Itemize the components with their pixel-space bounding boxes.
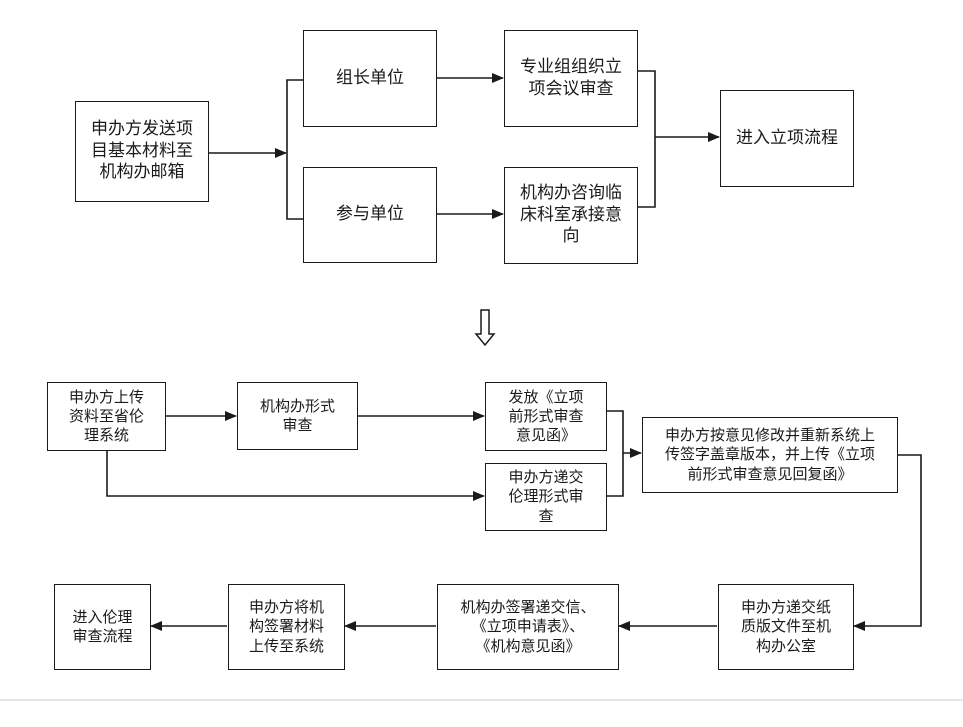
sign-submission-letters-box: 机构办签署递交信、 《立项申请表》、 《机构意见函》 xyxy=(437,584,619,670)
connector-upload-to-ethics-review xyxy=(106,451,485,501)
down-arrow-icon xyxy=(474,309,496,347)
submit-paper-documents-box: 申办方递交纸 质版文件至机 构办公室 xyxy=(718,584,854,670)
enter-project-process-box: 进入立项流程 xyxy=(720,90,854,187)
consult-clinical-dept-box: 机构办咨询临 床科室承接意 向 xyxy=(504,167,638,264)
submit-ethics-formal-review-box: 申办方递交 伦理形式审 查 xyxy=(485,463,607,531)
revise-and-reupload-box: 申办方按意见修改并重新系统上 传签字盖章版本，并上传《立项 前形式审查意见回复函… xyxy=(642,417,898,493)
connector-split-to-participant xyxy=(286,153,303,220)
upload-ethics-system-box: 申办方上传 资料至省伦 理系统 xyxy=(47,382,166,451)
formal-review-box: 机构办形式 审查 xyxy=(237,382,358,450)
bottom-divider xyxy=(0,699,963,701)
connector-split-to-leader xyxy=(286,79,303,153)
connector-revise-to-paper xyxy=(853,454,922,631)
sponsor-send-materials-box: 申办方发送项 目基本材料至 机构办邮箱 xyxy=(75,101,209,202)
participant-unit-box: 参与单位 xyxy=(303,167,437,263)
leader-unit-box: 组长单位 xyxy=(303,30,437,127)
enter-ethics-review-box: 进入伦理 审查流程 xyxy=(54,584,151,670)
connector-meeting-to-merge xyxy=(637,70,656,208)
connector-issue-to-merge xyxy=(606,410,624,497)
issue-opinion-letter-box: 发放《立项 前形式审查 意见函》 xyxy=(485,382,607,451)
expert-meeting-review-box: 专业组组织立 项会议审查 xyxy=(504,30,638,127)
upload-signed-materials-box: 申办方将机 构签署材料 上传至系统 xyxy=(228,584,345,670)
